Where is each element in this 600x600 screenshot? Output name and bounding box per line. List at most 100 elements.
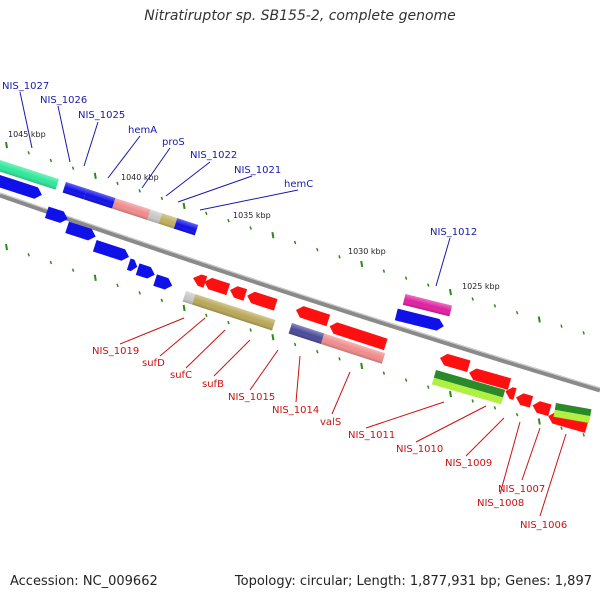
upper-gene-track (0, 156, 453, 332)
scale-tick (338, 255, 341, 259)
gene-arrow-7[interactable] (153, 274, 174, 291)
scale-tick (537, 418, 541, 425)
scale-label-1035: 1035 kbp (233, 211, 271, 220)
gene-arrow-4[interactable] (92, 240, 131, 263)
topology-text: Topology: circular; Length: 1,877,931 bp… (234, 574, 592, 589)
scale-label-1025: 1025 kbp (462, 282, 500, 291)
scale-tick (227, 320, 230, 325)
leader-nis-1006 (539, 433, 567, 517)
scale-tick (515, 412, 519, 417)
gene-arrow-l7[interactable] (438, 352, 471, 373)
label-nis-1025[interactable]: NIS_1025 (78, 110, 125, 121)
gene-arrow-l5[interactable] (294, 304, 331, 327)
gene-arrow-5[interactable] (126, 258, 139, 272)
label-nis-1021[interactable]: NIS_1021 (234, 165, 281, 176)
leader-nis-1009 (465, 417, 505, 457)
label-nis-1026[interactable]: NIS_1026 (40, 95, 87, 106)
gene-arrow-l6[interactable] (328, 320, 388, 351)
scale-label-1045: 1045 kbp (8, 130, 46, 139)
gene-nis-1010[interactable] (431, 377, 504, 405)
gene-arrow-l8[interactable] (467, 367, 512, 390)
lower-mid-shade (288, 323, 386, 364)
scale-tick (116, 181, 119, 186)
scale-tick (493, 406, 497, 410)
label-nis-1015[interactable]: NIS_1015 (228, 392, 275, 403)
gene-arrow-1[interactable] (0, 171, 44, 201)
gene-arrow-l1[interactable] (191, 272, 208, 288)
scale-ticks-upper (5, 141, 585, 335)
label-sufb[interactable]: sufB (202, 379, 224, 390)
scale-tick (449, 288, 452, 296)
scale-tick (249, 226, 252, 230)
label-nis-1007[interactable]: NIS_1007 (498, 484, 545, 495)
scale-tick (5, 141, 8, 149)
scale-tick (27, 253, 30, 257)
gene-arrow-1012b[interactable] (394, 308, 445, 332)
scale-tick (471, 399, 474, 403)
scale-tick (138, 189, 141, 193)
leader-nis-1012 (435, 237, 451, 287)
scale-tick (93, 172, 97, 179)
scale-label-1040: 1040 kbp (121, 173, 159, 182)
scale-tick (27, 151, 30, 155)
scale-tick (182, 304, 186, 312)
label-nis-1014[interactable]: NIS_1014 (272, 405, 319, 416)
gene-arrow-l11[interactable] (531, 400, 552, 417)
leader-sufd (159, 317, 206, 357)
gene-arrow-3[interactable] (65, 221, 97, 243)
scale-tick (382, 371, 386, 375)
gene-arrow-6[interactable] (135, 263, 157, 280)
scale-tick (316, 247, 319, 252)
gene-arrow-l2[interactable] (203, 276, 231, 296)
gene-nis-1011[interactable] (433, 369, 506, 398)
gene-arrow-l10[interactable] (514, 392, 534, 408)
label-nis-1022[interactable]: NIS_1022 (190, 150, 237, 161)
label-nis-1010[interactable]: NIS_1010 (396, 444, 443, 455)
scale-tick (205, 313, 208, 318)
gene-arrow-l4[interactable] (245, 290, 278, 311)
label-leader-lines (19, 91, 567, 517)
label-sufd[interactable]: sufD (142, 358, 165, 369)
label-nis-1012[interactable]: NIS_1012 (430, 227, 477, 238)
leader-nis-1014 (295, 355, 301, 403)
label-nis-1009[interactable]: NIS_1009 (445, 458, 492, 469)
label-vals[interactable]: valS (320, 417, 341, 428)
leader-pros (141, 147, 171, 189)
label-nis-1011[interactable]: NIS_1011 (348, 430, 395, 441)
gene-nis-1006b[interactable] (553, 409, 591, 424)
label-pros[interactable]: proS (162, 137, 185, 148)
scale-tick (182, 202, 186, 210)
scale-tick (404, 276, 408, 280)
leader-nis-1026 (57, 105, 71, 163)
scale-tick (71, 166, 75, 170)
leader-hemc (199, 189, 299, 211)
label-sufc[interactable]: sufC (170, 370, 192, 381)
gene-nis-1012-shade (402, 294, 453, 317)
scale-tick (471, 297, 474, 301)
gene-arrow-l9[interactable] (504, 386, 517, 400)
upper-outer-shade (62, 182, 199, 236)
scale-tick (427, 385, 430, 389)
gene-arrow-l3[interactable] (228, 284, 248, 301)
leader-nis-1025 (83, 121, 99, 167)
label-nis-1008[interactable]: NIS_1008 (477, 498, 524, 509)
label-nis-1019[interactable]: NIS_1019 (92, 346, 139, 357)
label-hemc[interactable]: hemC (284, 179, 313, 190)
genome-backbone-highlight (0, 192, 600, 389)
label-nis-1027[interactable]: NIS_1027 (2, 81, 49, 92)
label-nis-1006[interactable]: NIS_1006 (520, 520, 567, 531)
scale-tick (427, 283, 430, 287)
label-hema[interactable]: hemA (128, 125, 157, 136)
scale-tick (493, 304, 497, 308)
leader-nis-1008 (499, 421, 521, 495)
gene-nis-1006[interactable] (554, 403, 592, 417)
gene-arrow-2[interactable] (44, 206, 70, 225)
lower-suf-shade (182, 291, 276, 331)
scale-tick (71, 268, 75, 272)
lower-gene-labels: NIS_1019 sufD sufC sufB NIS_1015 NIS_101… (92, 346, 567, 531)
leader-nis-1021 (177, 175, 253, 203)
scale-tick (360, 260, 364, 268)
scale-tick (49, 260, 53, 265)
scale-tick (382, 269, 386, 273)
scale-tick (116, 283, 119, 288)
